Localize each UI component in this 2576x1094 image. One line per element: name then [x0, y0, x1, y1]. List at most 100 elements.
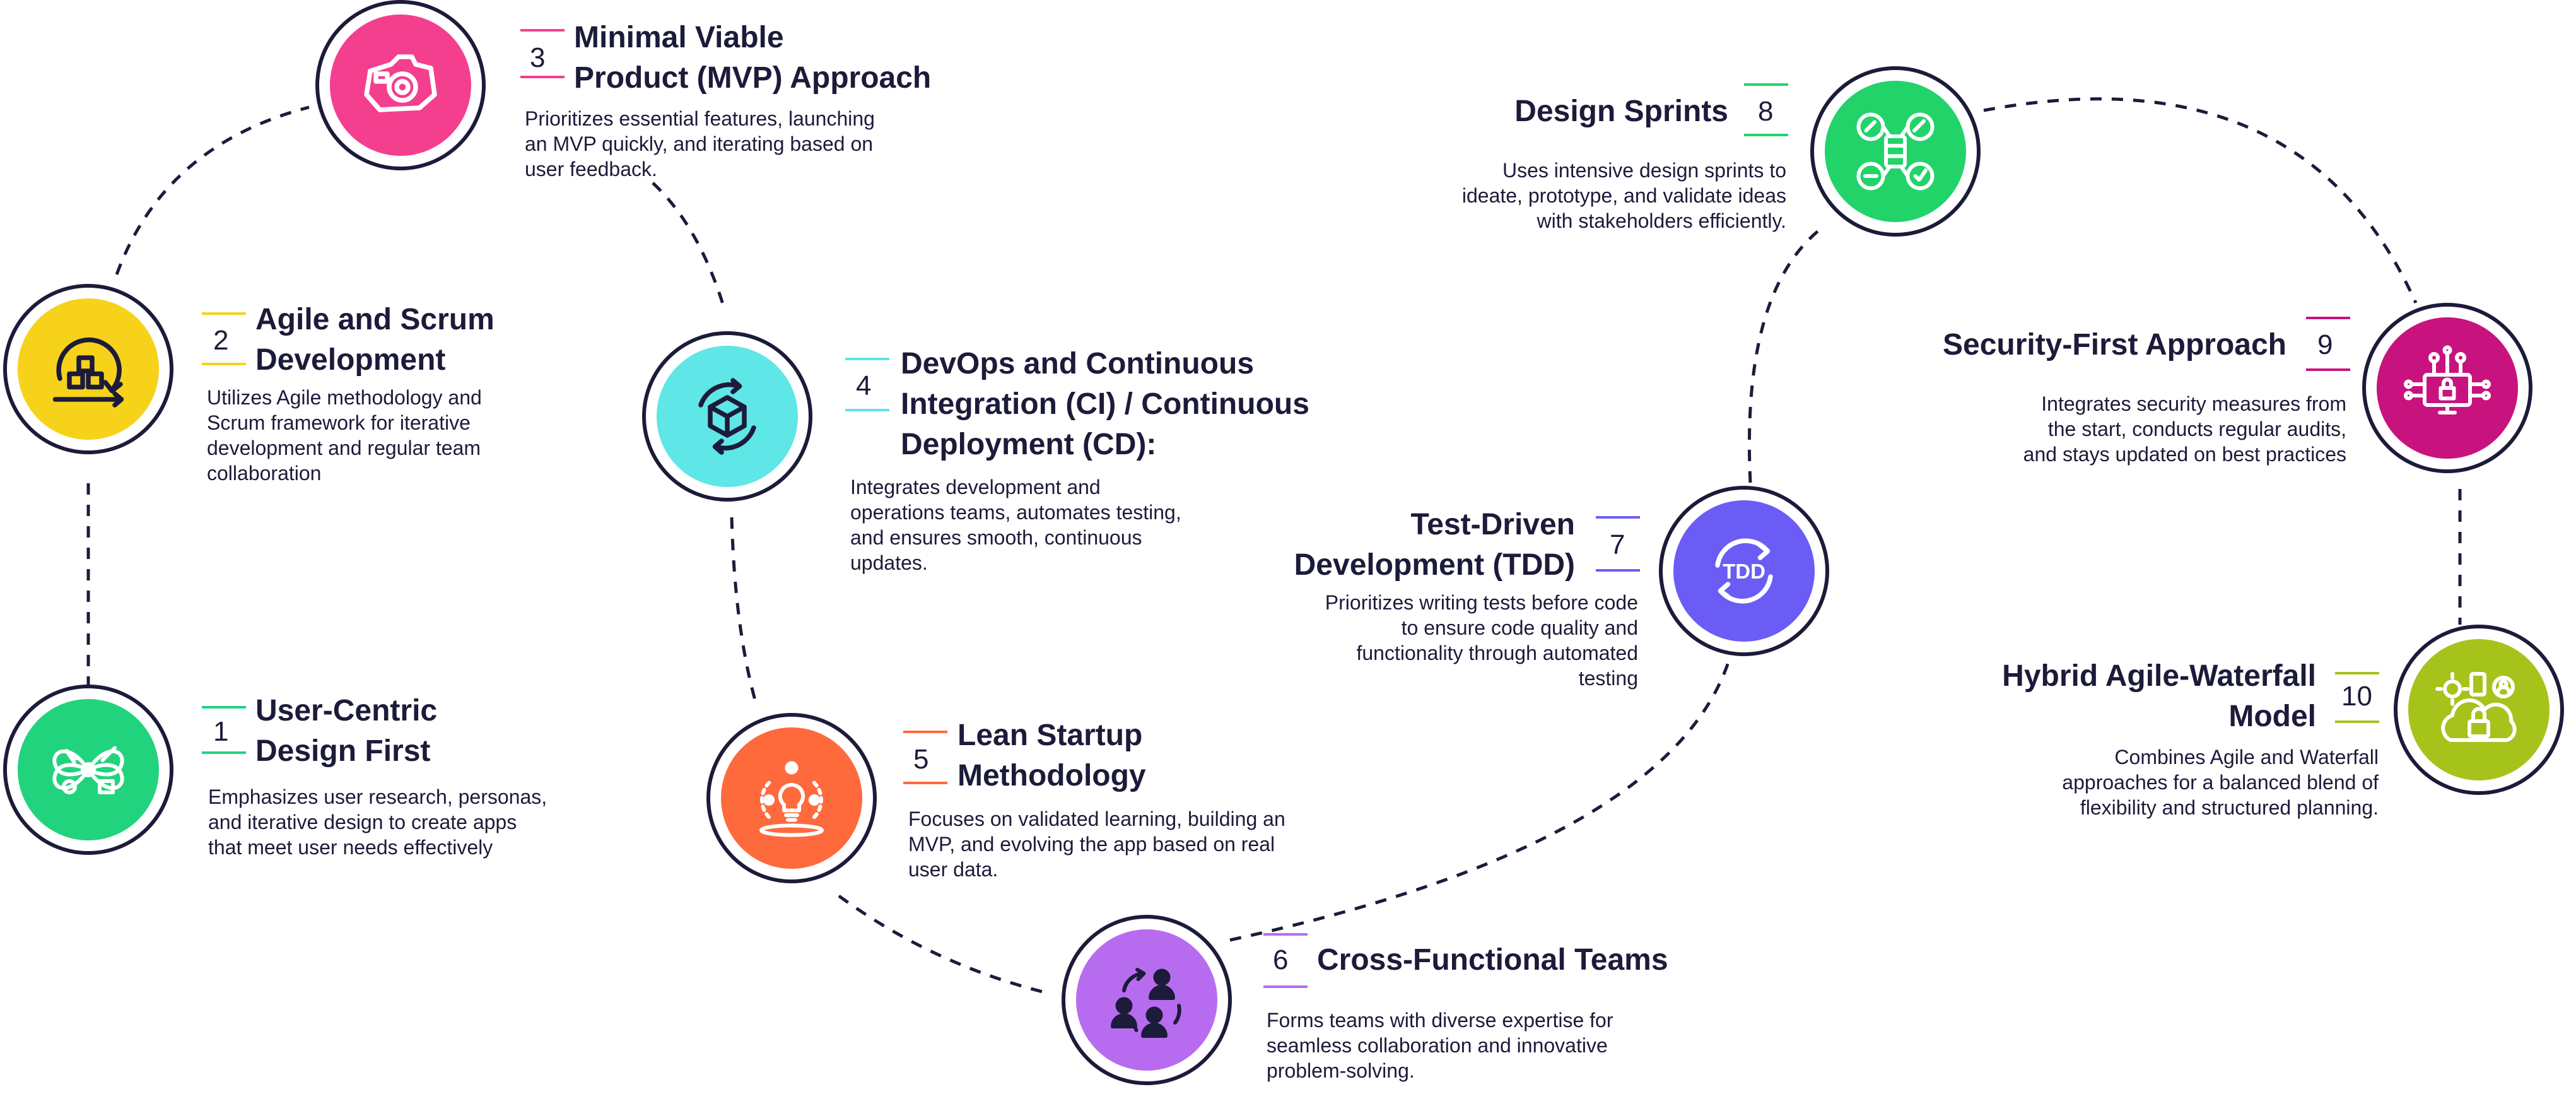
step-6-number: 6 [1273, 944, 1289, 975]
step-2-description-line: collaboration [207, 462, 322, 485]
scrum-cycle-icon [52, 337, 124, 408]
step-7-title: Test-Driven Development (TDD) [1294, 505, 1575, 585]
step-4-title: DevOps and Continuous Integration (CI) /… [901, 344, 1309, 465]
step-5-accent-top [903, 731, 947, 733]
step-7-accent-bottom [1596, 569, 1640, 572]
step-7-title-line-1: Test-Driven [1410, 508, 1575, 541]
product-camera-icon [364, 54, 437, 112]
step-1-description-line: Emphasizes user research, personas, [208, 785, 547, 808]
step-7-accent-top [1596, 516, 1640, 519]
step-2-title-line-1: Agile and Scrum [255, 303, 495, 336]
step-1-description-line: that meet user needs effectively [208, 836, 493, 859]
step-9-description-line: the start, conducts regular audits, [2047, 418, 2346, 440]
step-1-number: 1 [213, 716, 229, 747]
step-6-node [1062, 915, 1232, 1085]
step-9-disc [2377, 317, 2518, 459]
step-8-number: 8 [1758, 96, 1774, 127]
step-10-node [2394, 625, 2564, 795]
step-7-description-line: functionality through automated [1356, 642, 1638, 664]
step-7-description-line: testing [1578, 667, 1638, 690]
step-1-node [3, 685, 173, 855]
step-4-accent-top [845, 358, 889, 360]
step-5-accent-bottom [903, 782, 947, 784]
step-3-title: Minimal Viable Product (MVP) Approach [574, 18, 931, 98]
ux-design-icon [52, 746, 124, 794]
step-8-accent-bottom [1744, 134, 1788, 136]
step-10-accent-bottom [2335, 721, 2379, 723]
step-10-description: Combines Agile and Waterfall approaches … [2062, 744, 2379, 820]
security-monitor-icon [2404, 345, 2491, 415]
step-8-disc [1825, 81, 1966, 222]
step-1-accent-top [202, 706, 246, 709]
step-9-title: Security-First Approach [1943, 325, 2286, 365]
step-10-accent-top [2335, 672, 2379, 674]
cloud-lock-icon [2435, 672, 2517, 742]
tdd-icon-label: TDD [1723, 560, 1765, 583]
step-6-description: Forms teams with diverse expertise for s… [1267, 1008, 1613, 1083]
step-2-description-line: Utilizes Agile methodology and [207, 386, 482, 409]
step-8-node [1810, 66, 1981, 237]
step-8-title: Design Sprints [1514, 91, 1728, 132]
connector-6-7 [1229, 662, 1730, 942]
team-cycle-icon [1111, 968, 1181, 1038]
step-2-accent-bottom [202, 363, 246, 365]
step-10-title: Hybrid Agile-Waterfall Model [2002, 656, 2316, 737]
step-1-accent-bottom [202, 751, 246, 754]
step-5-description-line: user data. [908, 858, 998, 881]
step-6-description-line: Forms teams with diverse expertise for [1267, 1009, 1613, 1032]
step-6-title: Cross-Functional Teams [1317, 940, 1668, 980]
connector-7-8 [1747, 226, 1824, 483]
step-1-disc [18, 699, 159, 840]
lightbulb-icon [759, 761, 824, 837]
tdd-icon: TDD [1715, 538, 1773, 604]
step-1-title-line-2: Design First [255, 734, 431, 768]
step-6-disc [1076, 929, 1217, 1071]
step-3-description-line: user feedback. [525, 158, 657, 180]
step-6-accent-top [1263, 933, 1308, 936]
step-5-disc [721, 727, 862, 869]
step-2-title-line-2: Development [255, 343, 446, 377]
step-9-accent-bottom [2306, 368, 2350, 371]
step-10-number: 10 [2341, 681, 2372, 712]
sprint-board-icon [1856, 112, 1935, 191]
step-3-description-line: an MVP quickly, and iterating based on [525, 132, 874, 155]
step-2-title: Agile and Scrum Development [255, 300, 495, 380]
connector-2-3 [115, 105, 310, 275]
step-10-title-line-2: Model [2228, 700, 2316, 733]
step-3-title-line-1: Minimal Viable [574, 21, 784, 54]
step-8-description: Uses intensive design sprints to ideate,… [1462, 158, 1786, 233]
step-5-number: 5 [913, 744, 929, 775]
step-2-description-line: development and regular team [207, 437, 481, 459]
step-3-number: 3 [530, 42, 546, 73]
step-10-description-line: flexibility and structured planning. [2080, 796, 2379, 819]
step-5-title-line-1: Lean Startup [957, 719, 1143, 752]
step-1-description: Emphasizes user research, personas, and … [208, 784, 547, 860]
step-6-description-line: problem-solving. [1267, 1059, 1415, 1082]
step-7-title-line-2: Development (TDD) [1294, 548, 1575, 582]
step-9-accent-top [2306, 317, 2350, 319]
step-2-node [3, 284, 173, 454]
connector-4-5 [730, 517, 759, 707]
step-9-number: 9 [2317, 329, 2333, 360]
step-3-title-line-2: Product (MVP) Approach [574, 61, 932, 95]
step-7-node: TDD [1659, 486, 1829, 656]
step-10-title-line-1: Hybrid Agile-Waterfall [2002, 659, 2316, 693]
step-9-title-line-1: Security-First Approach [1943, 328, 2286, 362]
step-7-description: Prioritizes writing tests before code to… [1325, 590, 1638, 691]
step-9-description: Integrates security measures from the st… [2023, 391, 2346, 467]
step-3-description-line: Prioritizes essential features, launchin… [525, 107, 875, 130]
step-9-node [2362, 303, 2532, 473]
step-4-description-line: Integrates development and [850, 476, 1101, 498]
step-8-description-line: with stakeholders efficiently. [1537, 209, 1786, 232]
connector-8-9 [1983, 97, 2418, 304]
step-2-number: 2 [213, 325, 229, 356]
step-8-title-line-1: Design Sprints [1514, 95, 1728, 128]
step-3-accent-bottom [520, 76, 565, 78]
step-10-description-line: approaches for a balanced blend of [2062, 771, 2379, 794]
step-4-node [642, 331, 812, 502]
step-10-description-line: Combines Agile and Waterfall [2114, 746, 2379, 768]
step-5-description-line: MVP, and evolving the app based on real [908, 833, 1275, 856]
step-5-description: Focuses on validated learning, building … [908, 806, 1285, 882]
step-3-description: Prioritizes essential features, launchin… [525, 106, 875, 182]
